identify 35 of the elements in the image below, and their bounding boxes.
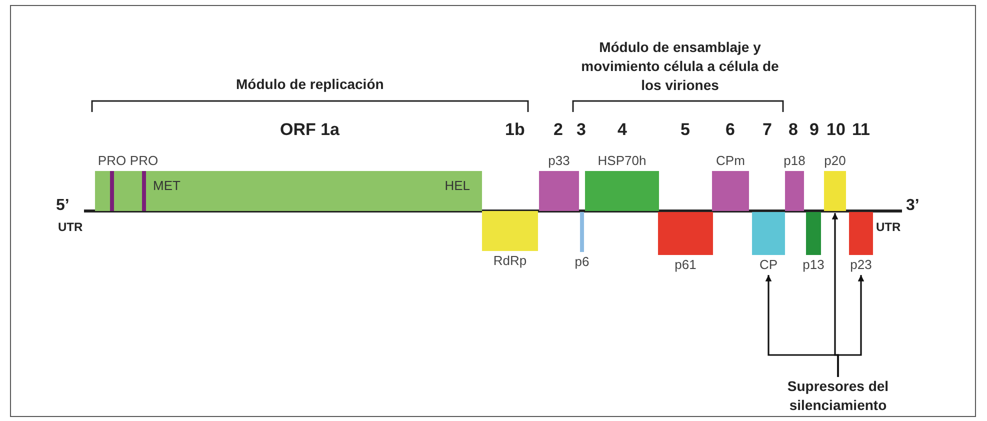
orf-number: ORF 1a (280, 120, 340, 140)
note-text: Supresores del silenciamiento (786, 377, 890, 415)
orf-number: 11 (852, 120, 870, 140)
module-title: Módulo de replicación (236, 76, 384, 92)
orf-number: 3 (576, 120, 586, 140)
orf-number: 8 (788, 120, 798, 140)
orf-number: 5 (680, 120, 690, 140)
protein-label: p18 (784, 153, 806, 170)
domain-label: MET (153, 178, 180, 194)
module-title: Módulo de ensamblaje y movimiento célula a célula de los viriones (580, 38, 780, 95)
domain-label: PRO (130, 153, 158, 170)
orf-number: 10 (826, 120, 846, 140)
protein-label: CP (759, 256, 778, 273)
utr-label: UTR (876, 220, 901, 234)
domain-label: HEL (444, 178, 470, 194)
protein-label: p33 (548, 153, 570, 170)
orf-number: 4 (618, 120, 627, 140)
utr-label: UTR (58, 220, 83, 234)
protein-label: p20 (824, 153, 846, 170)
protein-label: HSP70h (598, 153, 646, 170)
arrow (837, 275, 864, 377)
domain-label: PRO (98, 153, 126, 170)
protein-label: p6 (574, 253, 590, 270)
protein-label: p61 (674, 256, 696, 273)
orf-number: 7 (762, 120, 772, 140)
orf-number: 2 (554, 120, 563, 140)
protein-label: RdRp (493, 252, 527, 269)
orf-number: 9 (810, 120, 819, 140)
protein-label: p13 (802, 256, 824, 273)
orf-number: 6 (726, 120, 735, 140)
end-label: 3’ (906, 197, 920, 215)
orf-number: 1b (505, 120, 525, 140)
protein-label: p23 (850, 256, 872, 273)
protein-label: CPm (716, 153, 745, 170)
end-label: 5’ (56, 197, 70, 215)
